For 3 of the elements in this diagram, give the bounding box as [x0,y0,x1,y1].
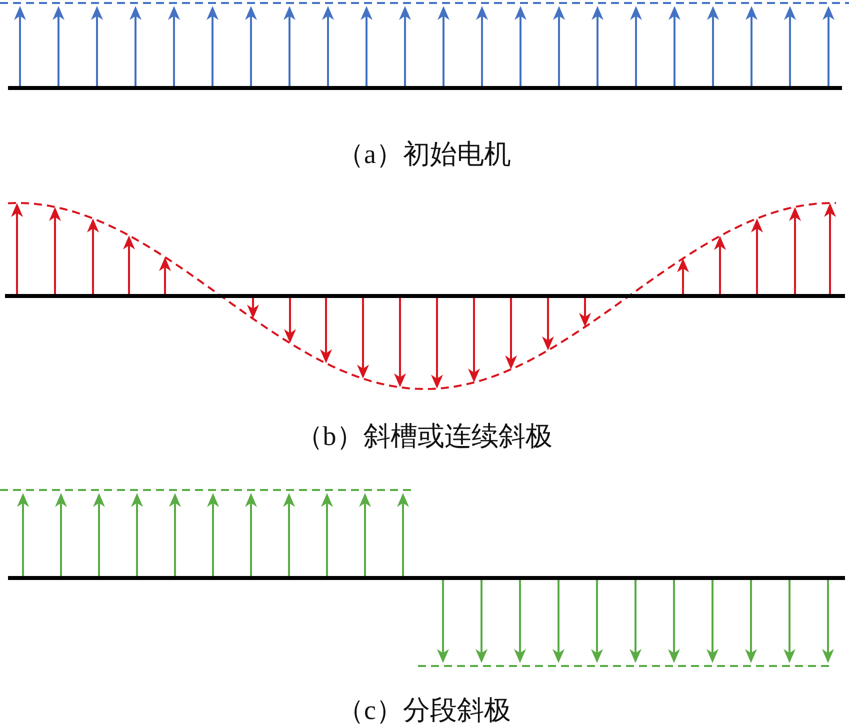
panel-caption: （a）初始电机 [337,138,511,170]
panel-caption: （c）分段斜极 [337,694,511,726]
panel-caption: （b）斜槽或连续斜极 [296,420,552,452]
